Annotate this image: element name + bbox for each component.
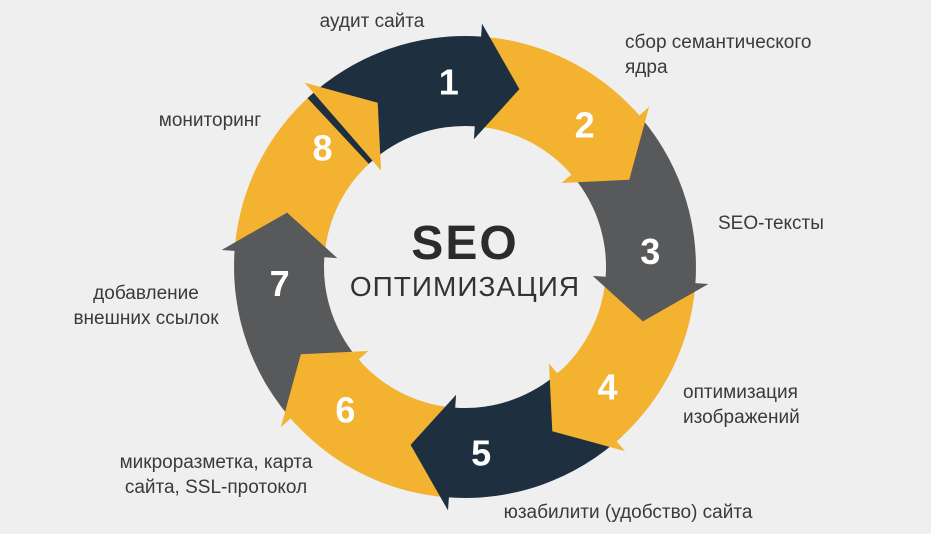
step-number-4: 4 [597, 367, 617, 408]
step-label-4: оптимизация изображений [683, 382, 800, 428]
diagram-center-title: SEO ОПТИМИЗАЦИЯ [350, 220, 580, 304]
step-number-5: 5 [471, 432, 491, 473]
step-label-7: добавление внешних ссылок [73, 283, 219, 329]
arrow-step-6 [280, 351, 461, 498]
arrow-step-8-head-overlay [304, 82, 381, 171]
center-title-sub: ОПТИМИЗАЦИЯ [349, 271, 581, 302]
step-label-2: сбор семантического ядра [625, 32, 812, 78]
center-title-main: SEO [411, 217, 519, 270]
arrow-step-4 [549, 271, 696, 452]
step-label-5: юзабилити (удобство) сайта [503, 502, 753, 523]
step-label-8: мониторинг [158, 110, 262, 131]
arrow-ring [221, 23, 709, 511]
step-number-7: 7 [270, 263, 290, 304]
step-label-6: микроразметка, карта сайта, SSL-протокол [119, 452, 313, 498]
step-label-1: аудит сайта [319, 11, 425, 32]
step-numbers: 1 2 3 4 5 6 7 8 [270, 62, 661, 474]
step-label-3: SEO-тексты [718, 213, 824, 234]
step-number-3: 3 [640, 231, 660, 272]
step-number-8: 8 [312, 127, 332, 168]
step-number-2: 2 [575, 104, 595, 145]
step-number-1: 1 [439, 62, 459, 103]
arrow-step-2 [469, 36, 650, 183]
step-number-6: 6 [335, 389, 355, 430]
